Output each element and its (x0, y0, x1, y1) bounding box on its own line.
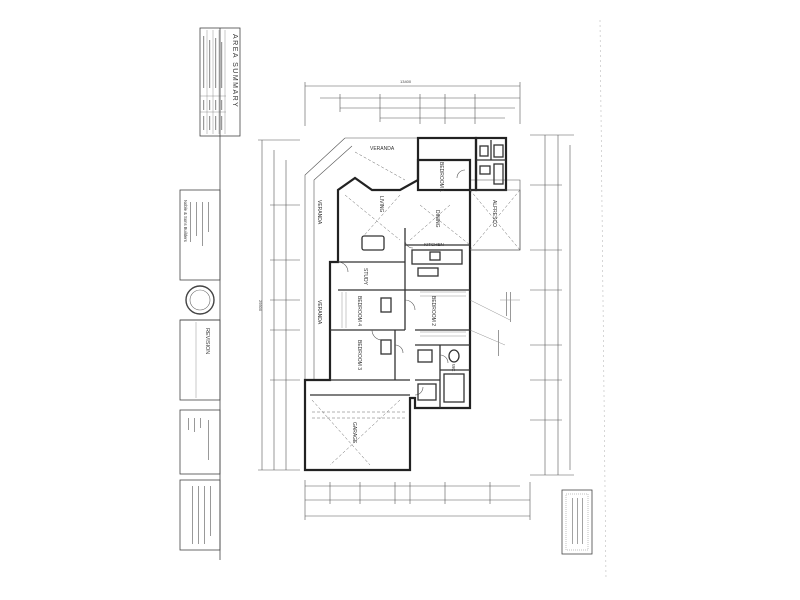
room-dining: DINING (434, 210, 440, 228)
room-labels: VERANDA VERANDA VERANDA BEDROOM 1 ALFRES… (316, 146, 497, 444)
room-veranda-top: VERANDA (370, 146, 395, 152)
room-living: LIVING (378, 196, 384, 213)
room-bedroom-3: BEDROOM 3 (356, 340, 362, 370)
room-kitchen: KITCHEN (424, 242, 444, 247)
room-bedroom-2: BEDROOM 2 (430, 296, 436, 326)
bedroom-1-walls (416, 136, 478, 192)
room-wc: WC (451, 364, 456, 372)
room-bedroom-1: BEDROOM 1 (438, 162, 444, 192)
room-veranda-left2: VERANDA (316, 300, 322, 325)
overall-width-dim: 13400 (400, 79, 412, 84)
room-study: STUDY (362, 268, 368, 286)
house-walls (303, 158, 472, 472)
approval-stamp (561, 489, 593, 555)
dimension-lines: 13400 29500 (258, 79, 574, 520)
room-bedroom-4: BEDROOM 4 (356, 296, 362, 326)
room-veranda-left: VERANDA (316, 200, 322, 225)
area-summary-title: AREA SUMMARY (231, 34, 238, 108)
overall-depth-dim: 29500 (258, 300, 263, 312)
kitchen-bench (411, 249, 463, 265)
builder-logo (185, 285, 215, 315)
room-alfresco: ALFRESCO (491, 200, 497, 227)
title-block: AREA SUMMARY Noble & Sons Builders (179, 27, 241, 560)
revision-box (179, 319, 221, 401)
kitchen-island (417, 267, 439, 277)
notes-box (179, 479, 221, 551)
sheet-margin (561, 19, 607, 581)
revision-label: REVISION (204, 328, 210, 354)
floor-plan: VERANDA VERANDA VERANDA BEDROOM 1 ALFRES… (303, 136, 521, 472)
builder-name: Noble & Sons Builders (183, 200, 188, 242)
annotation-leaders (469, 299, 520, 346)
room-garage: GARAGE (351, 422, 357, 444)
